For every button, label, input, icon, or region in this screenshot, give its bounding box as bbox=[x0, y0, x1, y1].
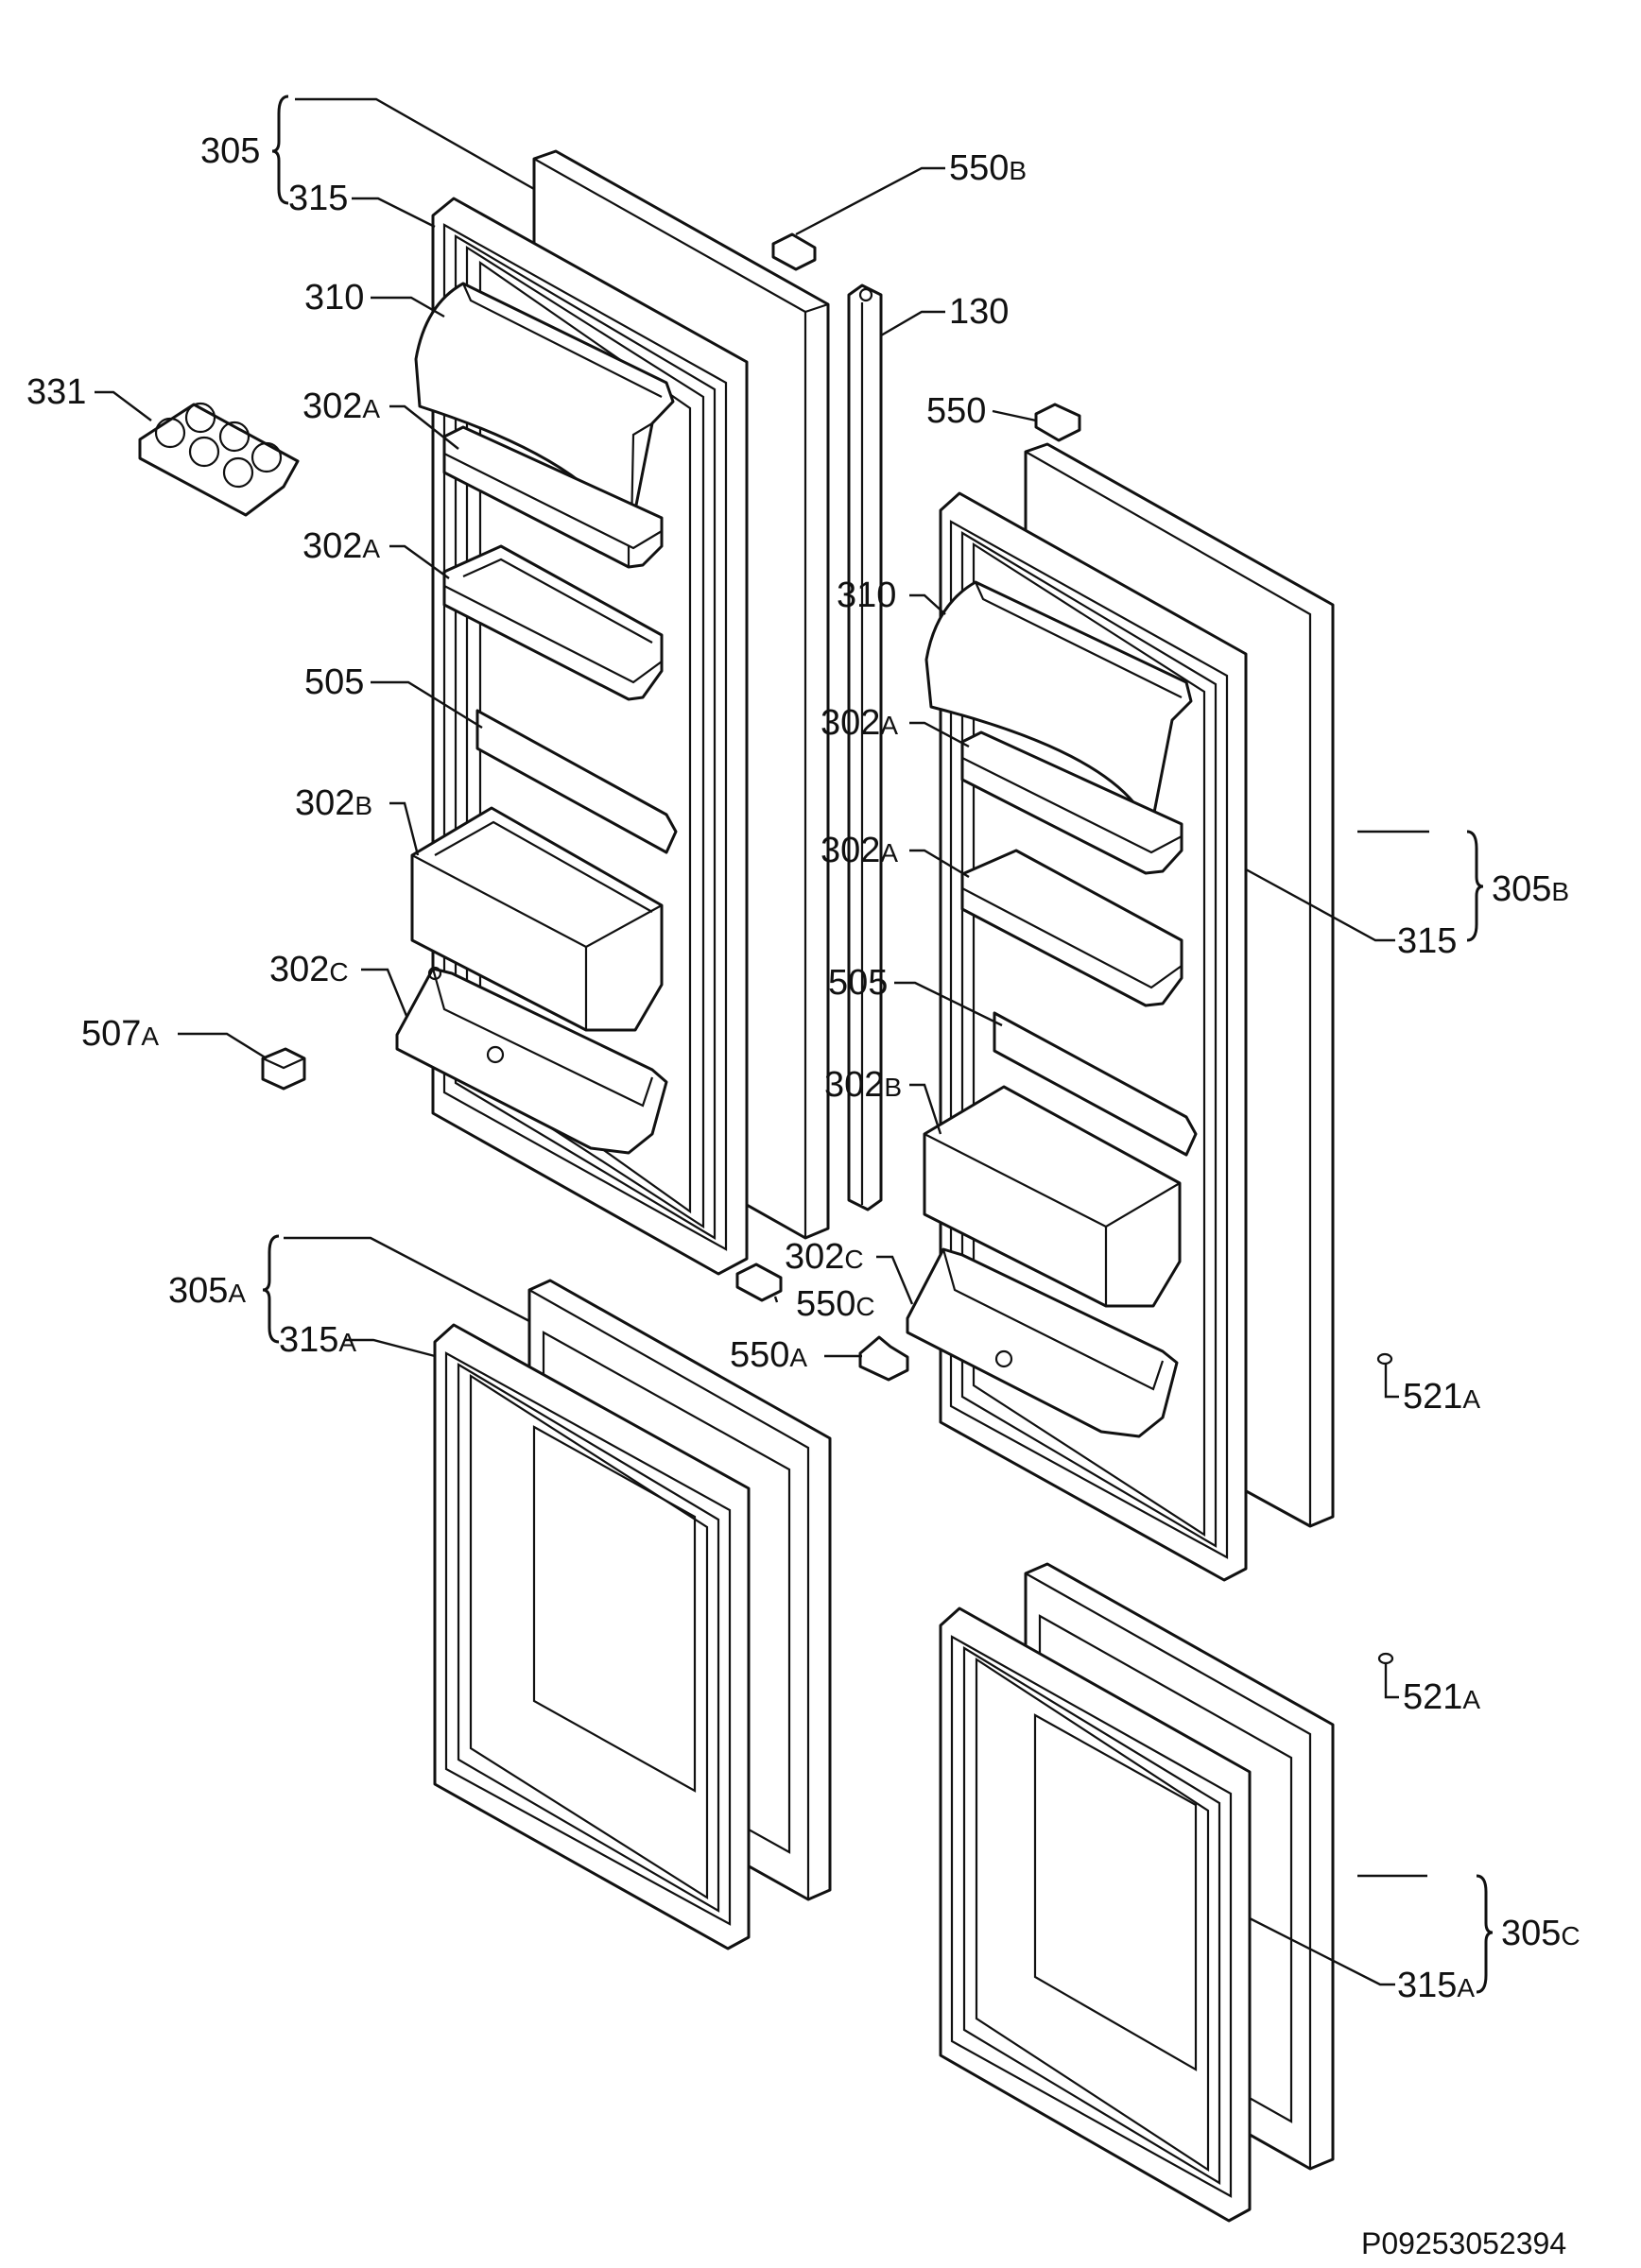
label-130: 130 bbox=[949, 292, 1009, 332]
label-550c: 550C bbox=[796, 1284, 875, 1324]
label-507a: 507A bbox=[81, 1014, 159, 1054]
leader-lines bbox=[95, 97, 1429, 1986]
label-302a-left-2: 302A bbox=[302, 526, 380, 566]
center-mullion-130 bbox=[847, 284, 883, 1211]
label-302b-right: 302B bbox=[824, 1065, 902, 1105]
brace-305a bbox=[262, 1234, 280, 1344]
brace-305c bbox=[1476, 1874, 1494, 1994]
label-302a-right-2: 302A bbox=[820, 831, 898, 870]
right-label-strip-505 bbox=[993, 1011, 1198, 1157]
label-331: 331 bbox=[26, 372, 86, 412]
label-315-right: 315 bbox=[1397, 921, 1457, 961]
label-302c-right: 302C bbox=[785, 1237, 864, 1277]
brace-305 bbox=[271, 94, 289, 205]
label-310-left: 310 bbox=[304, 278, 364, 318]
lower-left-door-gasket bbox=[433, 1323, 751, 1950]
pin-521a-upper bbox=[1376, 1352, 1393, 1366]
label-305c: 305C bbox=[1501, 1914, 1581, 1953]
label-315a-left: 315A bbox=[279, 1320, 356, 1360]
label-315a-right: 315A bbox=[1397, 1966, 1475, 2005]
left-shelf-302a-2 bbox=[442, 544, 664, 701]
label-550a: 550A bbox=[730, 1335, 807, 1375]
hinge-bracket-550a bbox=[858, 1335, 909, 1382]
label-305: 305 bbox=[200, 131, 260, 171]
drawing-code: P09253052394 bbox=[1361, 2226, 1566, 2260]
clip-507a bbox=[261, 1047, 306, 1091]
hinge-cap-550b bbox=[771, 232, 817, 271]
label-550b: 550B bbox=[949, 148, 1027, 188]
label-305b: 305B bbox=[1492, 869, 1569, 909]
label-315: 315 bbox=[288, 179, 348, 218]
pin-521a-lower bbox=[1377, 1652, 1394, 1665]
label-521a-lower: 521A bbox=[1403, 1677, 1480, 1717]
hinge-cap-550 bbox=[1034, 403, 1081, 442]
egg-tray-331 bbox=[138, 402, 300, 517]
right-shelf-302a-1 bbox=[960, 730, 1183, 875]
label-302a-right-1: 302A bbox=[820, 703, 898, 743]
left-label-strip-505 bbox=[475, 709, 678, 854]
label-302b-left: 302B bbox=[295, 783, 372, 823]
left-tray-302c bbox=[395, 966, 668, 1155]
label-550: 550 bbox=[926, 391, 986, 431]
right-shelf-302a-2 bbox=[960, 849, 1183, 1007]
left-shelf-302a-1 bbox=[442, 425, 664, 569]
label-302a-left-1: 302A bbox=[302, 387, 380, 426]
right-bin-302b bbox=[923, 1085, 1182, 1308]
brace-305b bbox=[1466, 830, 1484, 942]
hinge-cap-550c bbox=[735, 1263, 783, 1302]
label-305a: 305A bbox=[168, 1271, 246, 1311]
lower-right-door-gasket bbox=[939, 1606, 1252, 2223]
label-310-right: 310 bbox=[837, 576, 896, 615]
label-521a-upper: 521A bbox=[1403, 1377, 1480, 1417]
label-505-right: 505 bbox=[828, 963, 888, 1003]
right-tray-302c bbox=[906, 1247, 1179, 1438]
label-505-left: 505 bbox=[304, 662, 364, 702]
label-302c-left: 302C bbox=[269, 950, 349, 989]
left-bin-302b bbox=[410, 806, 664, 1032]
